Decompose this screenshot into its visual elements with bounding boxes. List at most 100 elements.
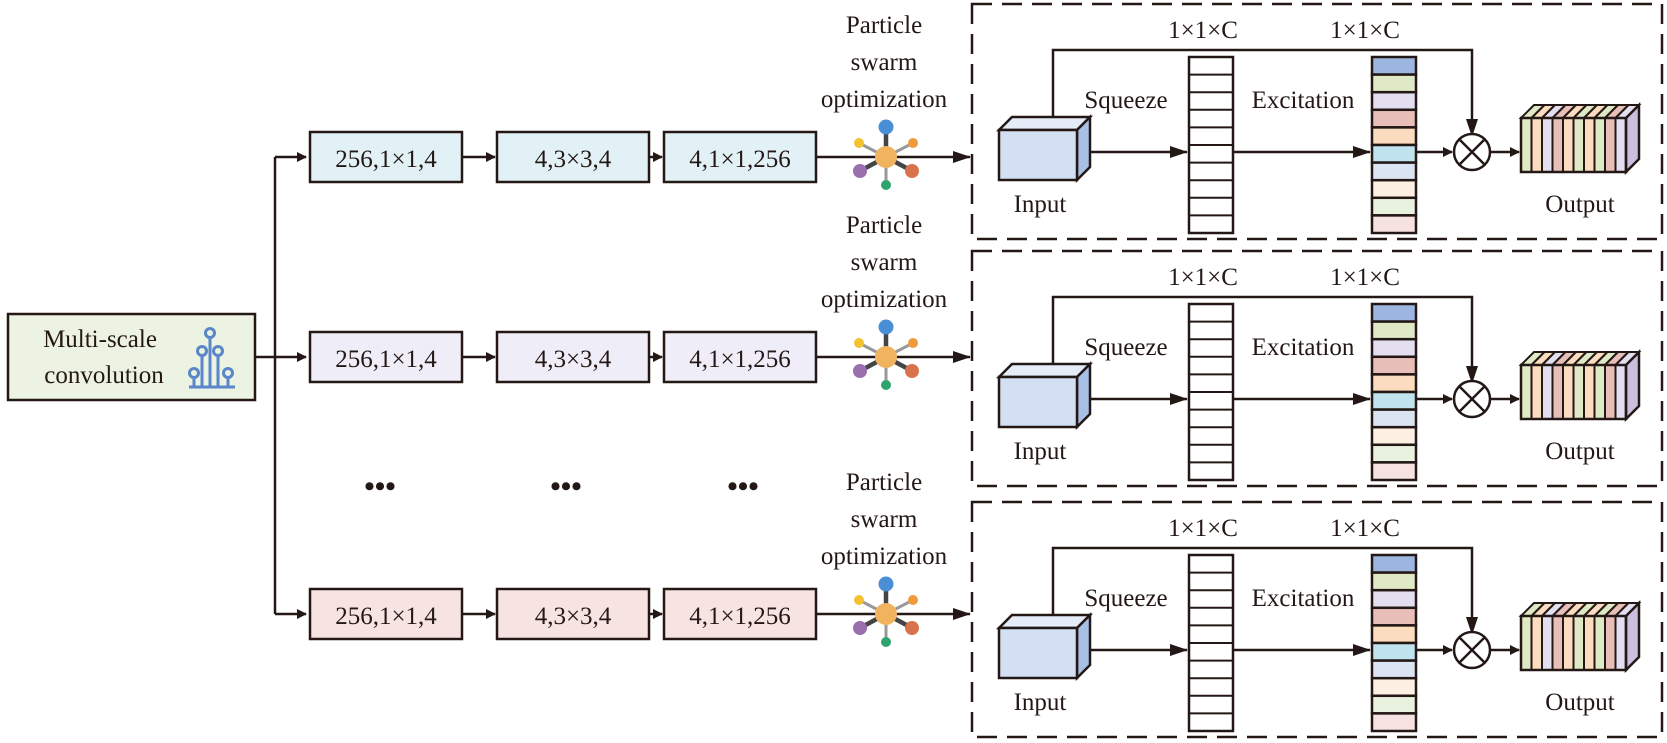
excitation-weight-cell xyxy=(1370,606,1418,627)
excitation-weight-cell xyxy=(1370,408,1418,429)
conv-layer-box: 256,1×1,4 xyxy=(308,330,464,384)
output-channel-slice xyxy=(1583,117,1596,173)
particle-swarm-icon xyxy=(853,319,919,390)
squeeze-label: Squeeze xyxy=(1084,585,1167,612)
output-channel-slice xyxy=(1572,615,1585,671)
output-channel-slice xyxy=(1541,364,1554,420)
output-channel-slice xyxy=(1572,364,1585,420)
excitation-weight-cell xyxy=(1370,461,1418,482)
excitation-dim-label: 1×1×C xyxy=(1330,264,1400,291)
output-channel-slice xyxy=(1572,117,1585,173)
conv-layer-box: 4,3×3,4 xyxy=(495,587,651,641)
conv-layer-box: 4,1×1,256 xyxy=(662,587,818,641)
output-tensor-cube xyxy=(1518,348,1642,423)
excitation-weight-cell xyxy=(1370,355,1418,376)
output-tensor-cube xyxy=(1518,599,1642,674)
excitation-weight-cell xyxy=(1370,588,1418,610)
pso-label-line: Particle xyxy=(846,469,922,496)
conv-layer-label: 4,3×3,4 xyxy=(535,603,612,630)
ellipsis-3: ••• xyxy=(727,470,759,503)
output-channel-slice xyxy=(1593,615,1606,671)
excitation-weight-cell xyxy=(1370,55,1418,76)
conv-layer-box: 4,1×1,256 xyxy=(662,130,818,184)
input-tensor-cube xyxy=(995,113,1094,184)
conv-layer-label: 4,1×1,256 xyxy=(689,603,791,630)
source-label-line2: convolution xyxy=(44,362,164,389)
output-channel-slice xyxy=(1520,615,1533,671)
branch-1: 256,1×1,4 4,3×3,4 4,1×1,256 Particleswarmop… xyxy=(308,2,1664,241)
excitation-vector xyxy=(1370,302,1418,482)
excitation-weight-cell xyxy=(1370,337,1418,359)
excitation-weight-cell xyxy=(1370,320,1418,341)
excitation-weight-cell xyxy=(1370,373,1418,394)
ellipsis-row: ••• ••• ••• xyxy=(364,470,759,503)
excitation-dim-label: 1×1×C xyxy=(1330,515,1400,542)
excitation-weight-cell xyxy=(1370,659,1418,680)
conv-layer-label: 256,1×1,4 xyxy=(335,346,437,373)
conv-layer-label: 4,3×3,4 xyxy=(535,146,612,173)
squeeze-label: Squeeze xyxy=(1084,334,1167,361)
excitation-weight-cell xyxy=(1370,214,1418,235)
output-label: Output xyxy=(1545,191,1615,218)
output-channel-slice xyxy=(1530,364,1543,420)
output-channel-slice xyxy=(1614,364,1627,420)
excitation-weight-cell xyxy=(1370,161,1418,182)
excitation-weight-cell xyxy=(1370,143,1418,164)
conv-layer-box: 4,3×3,4 xyxy=(495,330,651,384)
excitation-weight-cell xyxy=(1370,108,1418,129)
excitation-dim-label: 1×1×C xyxy=(1330,17,1400,44)
output-channel-slice xyxy=(1593,364,1606,420)
excitation-label: Excitation xyxy=(1252,585,1355,612)
source-label-line1: Multi-scale xyxy=(43,326,157,353)
conv-layer-box: 4,3×3,4 xyxy=(495,130,651,184)
conv-layer-label: 256,1×1,4 xyxy=(335,603,437,630)
particle-swarm-icon xyxy=(853,119,919,190)
excitation-weight-cell xyxy=(1370,624,1418,645)
output-tensor-cube xyxy=(1518,101,1642,176)
excitation-weight-cell xyxy=(1370,641,1418,662)
conv-layer-box: 256,1×1,4 xyxy=(308,130,464,184)
excitation-weight-cell xyxy=(1370,90,1418,112)
pso-label-line: optimization xyxy=(821,286,948,313)
input-tensor-cube xyxy=(995,360,1094,431)
branch-connectors xyxy=(255,152,307,619)
output-channel-slice xyxy=(1551,117,1564,173)
multiply-icon xyxy=(1452,630,1492,670)
excitation-weight-cell xyxy=(1370,178,1418,200)
excitation-vector xyxy=(1370,553,1418,733)
multi-scale-convolution-block: Multi-scale convolution xyxy=(6,312,257,402)
squeeze-vector xyxy=(1187,55,1235,235)
output-channel-slice xyxy=(1530,615,1543,671)
excitation-weight-cell xyxy=(1370,443,1418,464)
output-channel-slice xyxy=(1562,364,1575,420)
excitation-weight-cell xyxy=(1370,126,1418,147)
squeeze-dim-label: 1×1×C xyxy=(1168,515,1238,542)
output-channel-slice xyxy=(1604,364,1617,420)
output-channel-slice xyxy=(1604,615,1617,671)
excitation-weight-cell xyxy=(1370,196,1418,217)
particle-swarm-icon xyxy=(853,576,919,647)
output-channel-slice xyxy=(1520,117,1533,173)
output-channel-slice xyxy=(1520,364,1533,420)
output-label: Output xyxy=(1545,438,1615,465)
output-channel-slice xyxy=(1541,117,1554,173)
output-channel-slice xyxy=(1562,615,1575,671)
circuit-nodes-icon xyxy=(188,327,235,389)
excitation-weight-cell xyxy=(1370,676,1418,698)
conv-layer-label: 4,1×1,256 xyxy=(689,146,791,173)
input-label: Input xyxy=(1014,689,1067,716)
excitation-weight-cell xyxy=(1370,553,1418,574)
pso-label-line: optimization xyxy=(821,543,948,570)
excitation-label: Excitation xyxy=(1252,334,1355,361)
pso-label-line: optimization xyxy=(821,86,948,113)
ellipsis-2: ••• xyxy=(550,470,582,503)
output-channel-slice xyxy=(1583,615,1596,671)
multiply-icon xyxy=(1452,132,1492,172)
conv-layer-label: 4,3×3,4 xyxy=(535,346,612,373)
